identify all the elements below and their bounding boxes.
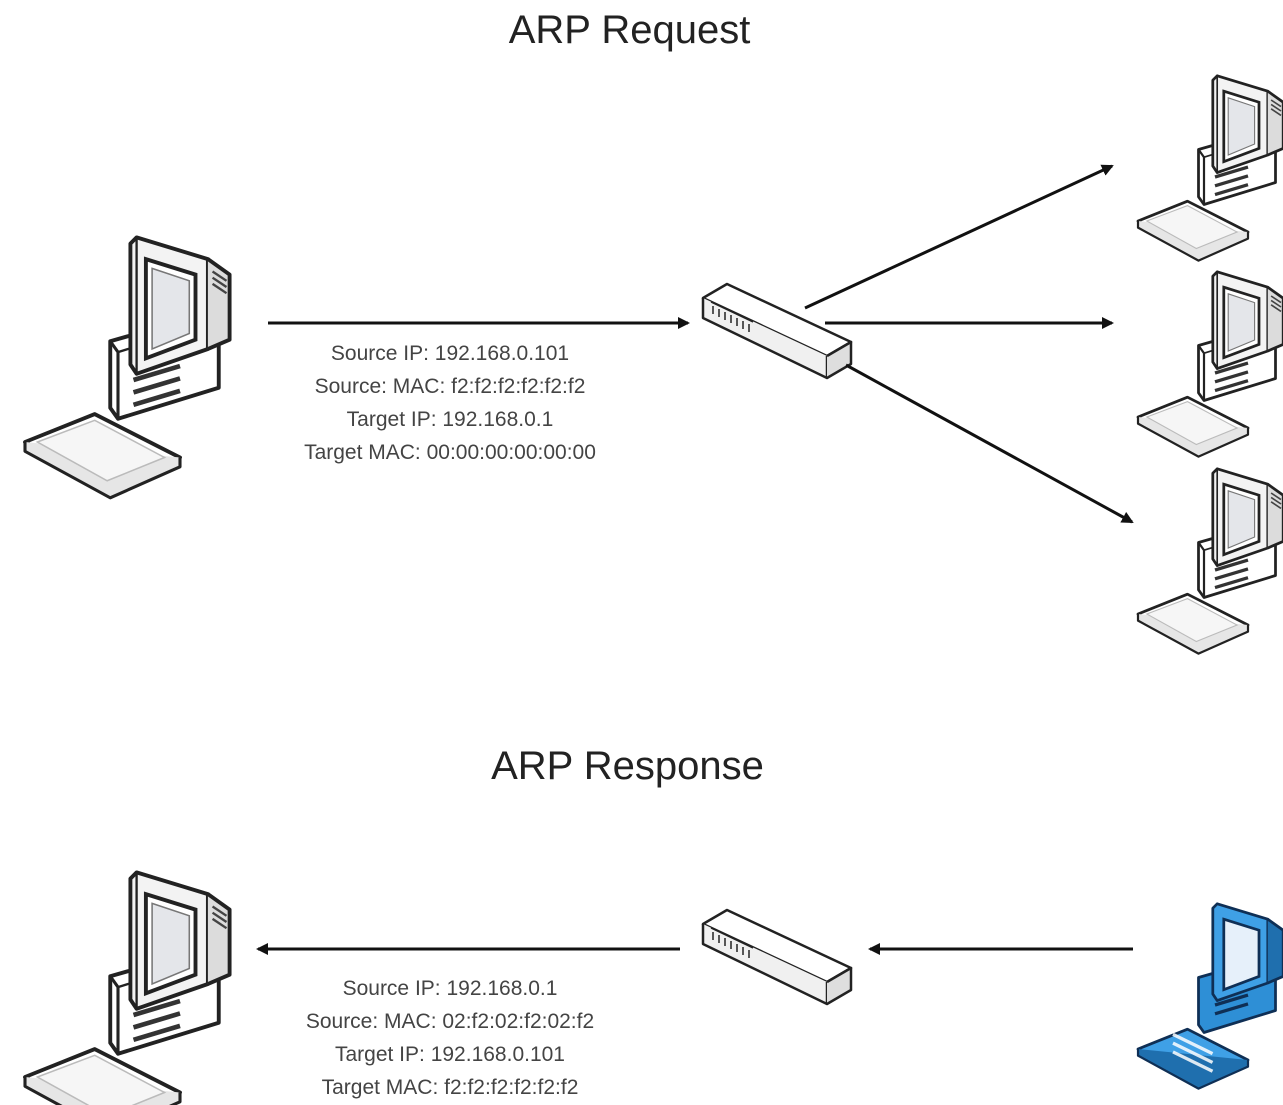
response-source-ip: Source IP: 192.168.0.1	[342, 977, 558, 1000]
response-receiver-computer	[25, 872, 230, 1105]
response-sender-computer	[1136, 902, 1283, 1091]
response-switch	[701, 908, 853, 1006]
response-source-mac: Source: MAC: 02:f2:02:f2:02:f2	[305, 1010, 595, 1033]
desktop-computer-icon	[1136, 902, 1283, 1091]
request-target-mac: Target MAC: 00:00:00:00:00:00	[304, 441, 596, 464]
request-source-ip: Source IP: 192.168.0.101	[330, 342, 570, 365]
request-title: ARP Request	[508, 8, 751, 52]
request-receiver-computer-bottom	[1136, 467, 1283, 656]
request-receiver-computer-middle	[1136, 270, 1283, 459]
request-arrow-to-top-computer	[804, 164, 1114, 310]
response-packet-details: Source IP: 192.168.0.1 Source: MAC: 02:f…	[220, 972, 680, 1104]
response-title: ARP Response	[491, 744, 764, 788]
request-packet-details: Source IP: 192.168.0.101 Source: MAC: f2…	[220, 337, 680, 469]
request-target-ip: Target IP: 192.168.0.1	[346, 408, 554, 431]
request-receiver-computer-top	[1136, 74, 1283, 263]
response-target-ip: Target IP: 192.168.0.101	[334, 1043, 565, 1066]
desktop-computer-icon	[1136, 270, 1283, 459]
response-target-mac: Target MAC: f2:f2:f2:f2:f2:f2	[321, 1076, 579, 1099]
request-arrow-to-bottom-computer	[845, 363, 1134, 524]
desktop-computer-icon	[25, 237, 230, 497]
desktop-computer-icon	[1136, 74, 1283, 263]
request-sender-computer	[25, 237, 230, 497]
desktop-computer-icon	[1136, 467, 1283, 656]
desktop-computer-icon	[25, 872, 230, 1105]
request-source-mac: Source: MAC: f2:f2:f2:f2:f2:f2	[314, 375, 586, 398]
network-switch-icon	[701, 908, 853, 1006]
